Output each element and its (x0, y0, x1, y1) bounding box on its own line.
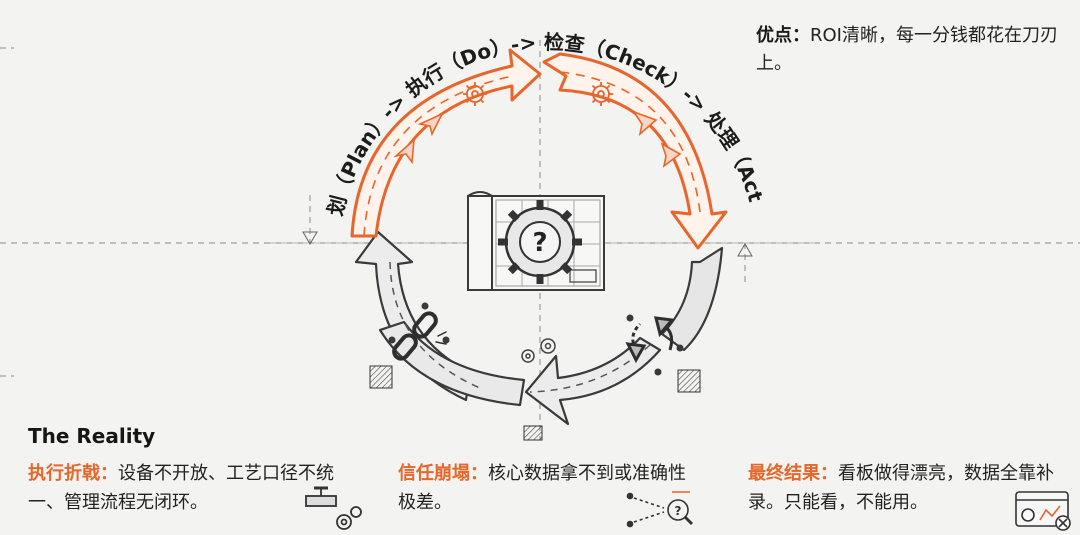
hatched-marker (369, 365, 393, 389)
reality-title: The Reality (28, 424, 156, 448)
pipe-valve-icon (305, 486, 362, 530)
note-text: 设备不开放、工艺口径不统一、管理流程无闭环。 (28, 463, 334, 513)
svg-text:?: ? (675, 504, 682, 518)
top-note-key: 优点： (756, 25, 810, 46)
paper-plane-icon (631, 110, 658, 137)
note-key: 最终结果： (748, 463, 838, 484)
top-note: 优点：ROI清晰，每一分钱都花在刀刃上。 (756, 22, 1076, 78)
paper-plane-icon (417, 112, 444, 137)
top-note-text: ROI清晰，每一分钱都花在刀刃上。 (756, 25, 1058, 74)
pdca-dashed-path (363, 71, 701, 237)
gear-icon (589, 82, 613, 106)
paper-plane-icon (660, 142, 682, 168)
arrow-down-marker-icon (302, 231, 318, 245)
pdca-orange-arrows (350, 48, 728, 250)
note-key: 执行折戟： (28, 463, 118, 484)
broken-arrows-icon (625, 316, 675, 364)
blueprint-gear-question-icon: ? (467, 191, 605, 291)
hatched-marker (523, 425, 543, 441)
broken-chain-icon (392, 311, 447, 361)
note-text: 核心数据拿不到或准确性极差。 (398, 463, 686, 513)
gear-question-icon: ? (498, 200, 582, 284)
gears-icon (521, 338, 556, 363)
note-key: 信任崩塌： (398, 463, 488, 484)
note-execution: 执行折戟：设备不开放、工艺口径不统一、管理流程无闭环。 (28, 459, 348, 517)
paper-plane-icon (393, 138, 415, 165)
dashboard-error-icon (1015, 491, 1071, 531)
note-text: 看板做得漂亮，数据全靠补录。只能看，不能用。 (748, 463, 1054, 513)
arrow-up-marker-icon (737, 243, 753, 257)
hatched-marker (677, 369, 701, 393)
gear-icon (463, 82, 487, 106)
svg-text:?: ? (532, 228, 547, 258)
data-search-icon: ? (626, 491, 694, 528)
junction-dots (388, 302, 684, 376)
note-trust: 信任崩塌：核心数据拿不到或准确性极差。 (398, 459, 688, 517)
note-result: 最终结果：看板做得漂亮，数据全靠补录。只能看，不能用。 (748, 459, 1068, 517)
